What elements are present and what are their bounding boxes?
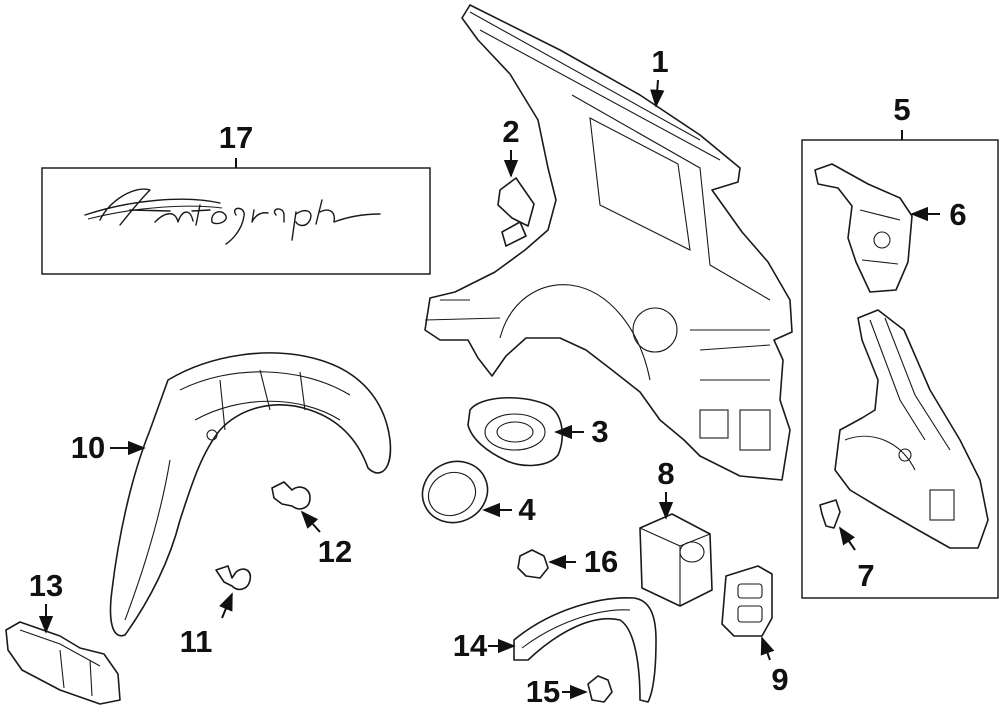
part-3-housing: 3 [467, 396, 609, 467]
part-9-gasket: 9 [721, 565, 789, 697]
inner-wheelhouse-panel [834, 309, 989, 549]
group-5-frame [801, 139, 999, 599]
callout-16: 16 [584, 544, 618, 579]
leader-12 [300, 510, 321, 533]
part-8-filler-box: 8 [639, 456, 713, 607]
callout-2: 2 [502, 114, 519, 149]
quarter-panel: 1 [424, 4, 793, 481]
callout-12: 12 [318, 534, 352, 569]
callout-5: 5 [893, 92, 910, 127]
leader-7 [838, 526, 856, 551]
leader-9 [760, 636, 775, 661]
callout-3: 3 [591, 414, 608, 449]
callout-10: 10 [71, 430, 105, 465]
callout-6: 6 [949, 197, 966, 232]
part-4-fuel-door: 4 [421, 460, 536, 527]
callout-4: 4 [518, 492, 536, 527]
callout-9: 9 [771, 662, 788, 697]
part-6-bracket: 6 [814, 163, 967, 293]
callout-17: 17 [219, 120, 253, 155]
leader-1 [650, 79, 665, 108]
callout-8: 8 [657, 456, 674, 491]
callout-15: 15 [526, 674, 560, 707]
callout-14: 14 [453, 628, 488, 663]
callout-1: 1 [651, 44, 668, 79]
part-2-bracket: 2 [497, 114, 535, 247]
callout-7: 7 [857, 558, 874, 593]
part-13-bracket: 13 [5, 568, 121, 705]
part-7-clip: 7 [819, 499, 875, 593]
part-12-clip: 12 [271, 481, 352, 569]
part-14-molding: 14 [453, 597, 657, 703]
callout-11: 11 [180, 624, 213, 659]
autograph-emblem [84, 188, 381, 245]
part-10-liner: 10 [71, 352, 392, 637]
autograph-emblem-group: 17 [41, 120, 431, 275]
emblem-frame [41, 167, 431, 275]
part-15-clip: 15 [526, 674, 613, 707]
callout-13: 13 [29, 568, 63, 603]
part-11-pin: 11 [180, 565, 252, 659]
part-16-clip: 16 [517, 544, 618, 579]
part-5-group: 5 [801, 92, 999, 599]
leader-11 [219, 592, 233, 619]
